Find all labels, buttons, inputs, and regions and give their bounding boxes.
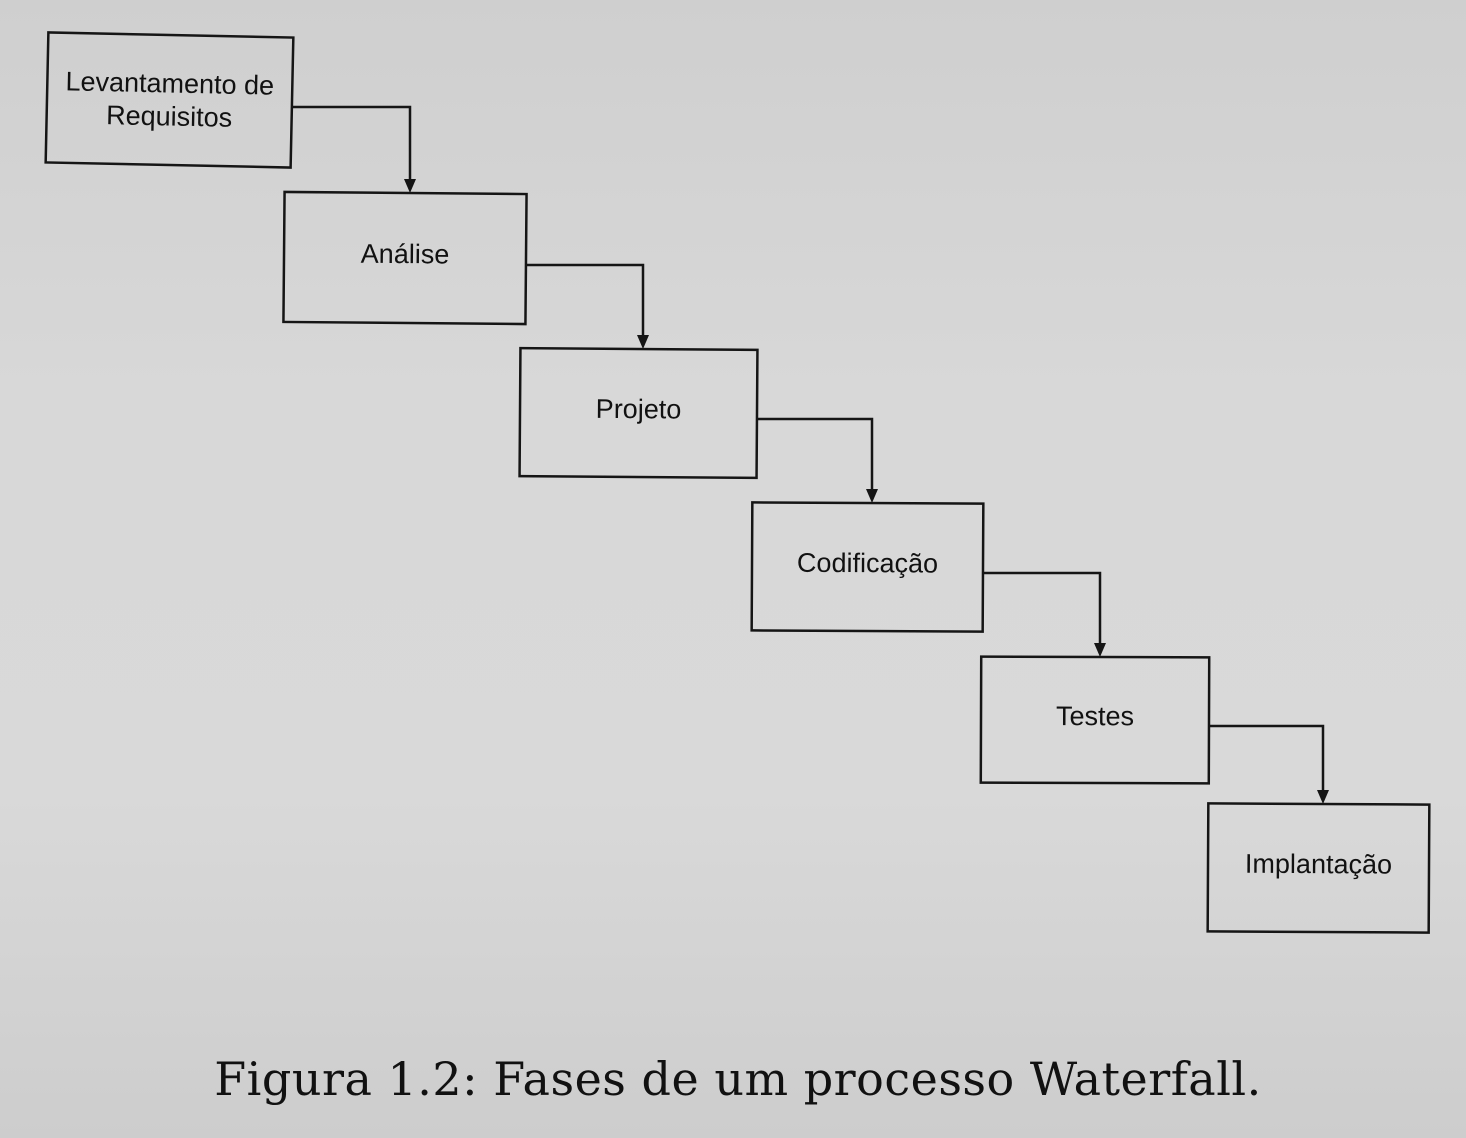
phase-label: Requisitos [106, 100, 233, 133]
phase-label: Projeto [596, 394, 682, 425]
phase-box-codificacao: Codificação [750, 501, 985, 633]
connector-testes-to-implantacao [1209, 724, 1325, 792]
arrowhead-icon [637, 335, 649, 349]
arrowhead-icon [866, 489, 878, 503]
phase-label: Análise [361, 239, 450, 270]
phase-box-implantacao: Implantação [1206, 802, 1431, 934]
arrowhead-icon [1094, 643, 1106, 657]
phase-label: Testes [1056, 701, 1134, 731]
phase-box-projeto: Projeto [518, 346, 759, 480]
phase-label: Levantamento de [65, 66, 274, 100]
phase-label: Implantação [1245, 849, 1392, 880]
arrowhead-icon [1317, 790, 1329, 804]
phase-box-border [1206, 802, 1431, 934]
phase-box-border [518, 346, 759, 480]
connector-projeto-to-codificacao [757, 417, 874, 491]
figure-caption: Figura 1.2: Fases de um processo Waterfa… [214, 1052, 1262, 1106]
phase-box-border [282, 190, 528, 326]
phase-box-border [44, 31, 295, 169]
phase-box-border [750, 501, 985, 633]
connector-codificacao-to-testes [983, 571, 1102, 645]
phase-box-testes: Testes [979, 655, 1211, 785]
connector-levantamento-to-analise [292, 105, 412, 181]
arrowhead-icon [404, 179, 416, 193]
phase-boxes: Levantamento deRequisitosAnáliseProjetoC… [44, 31, 1431, 934]
phase-box-analise: Análise [282, 190, 528, 326]
waterfall-diagram: Levantamento deRequisitosAnáliseProjetoC… [44, 31, 1431, 934]
phase-connectors [292, 105, 1329, 804]
phase-box-border [979, 655, 1211, 785]
phase-label: Codificação [797, 548, 938, 579]
connector-analise-to-projeto [526, 263, 645, 337]
